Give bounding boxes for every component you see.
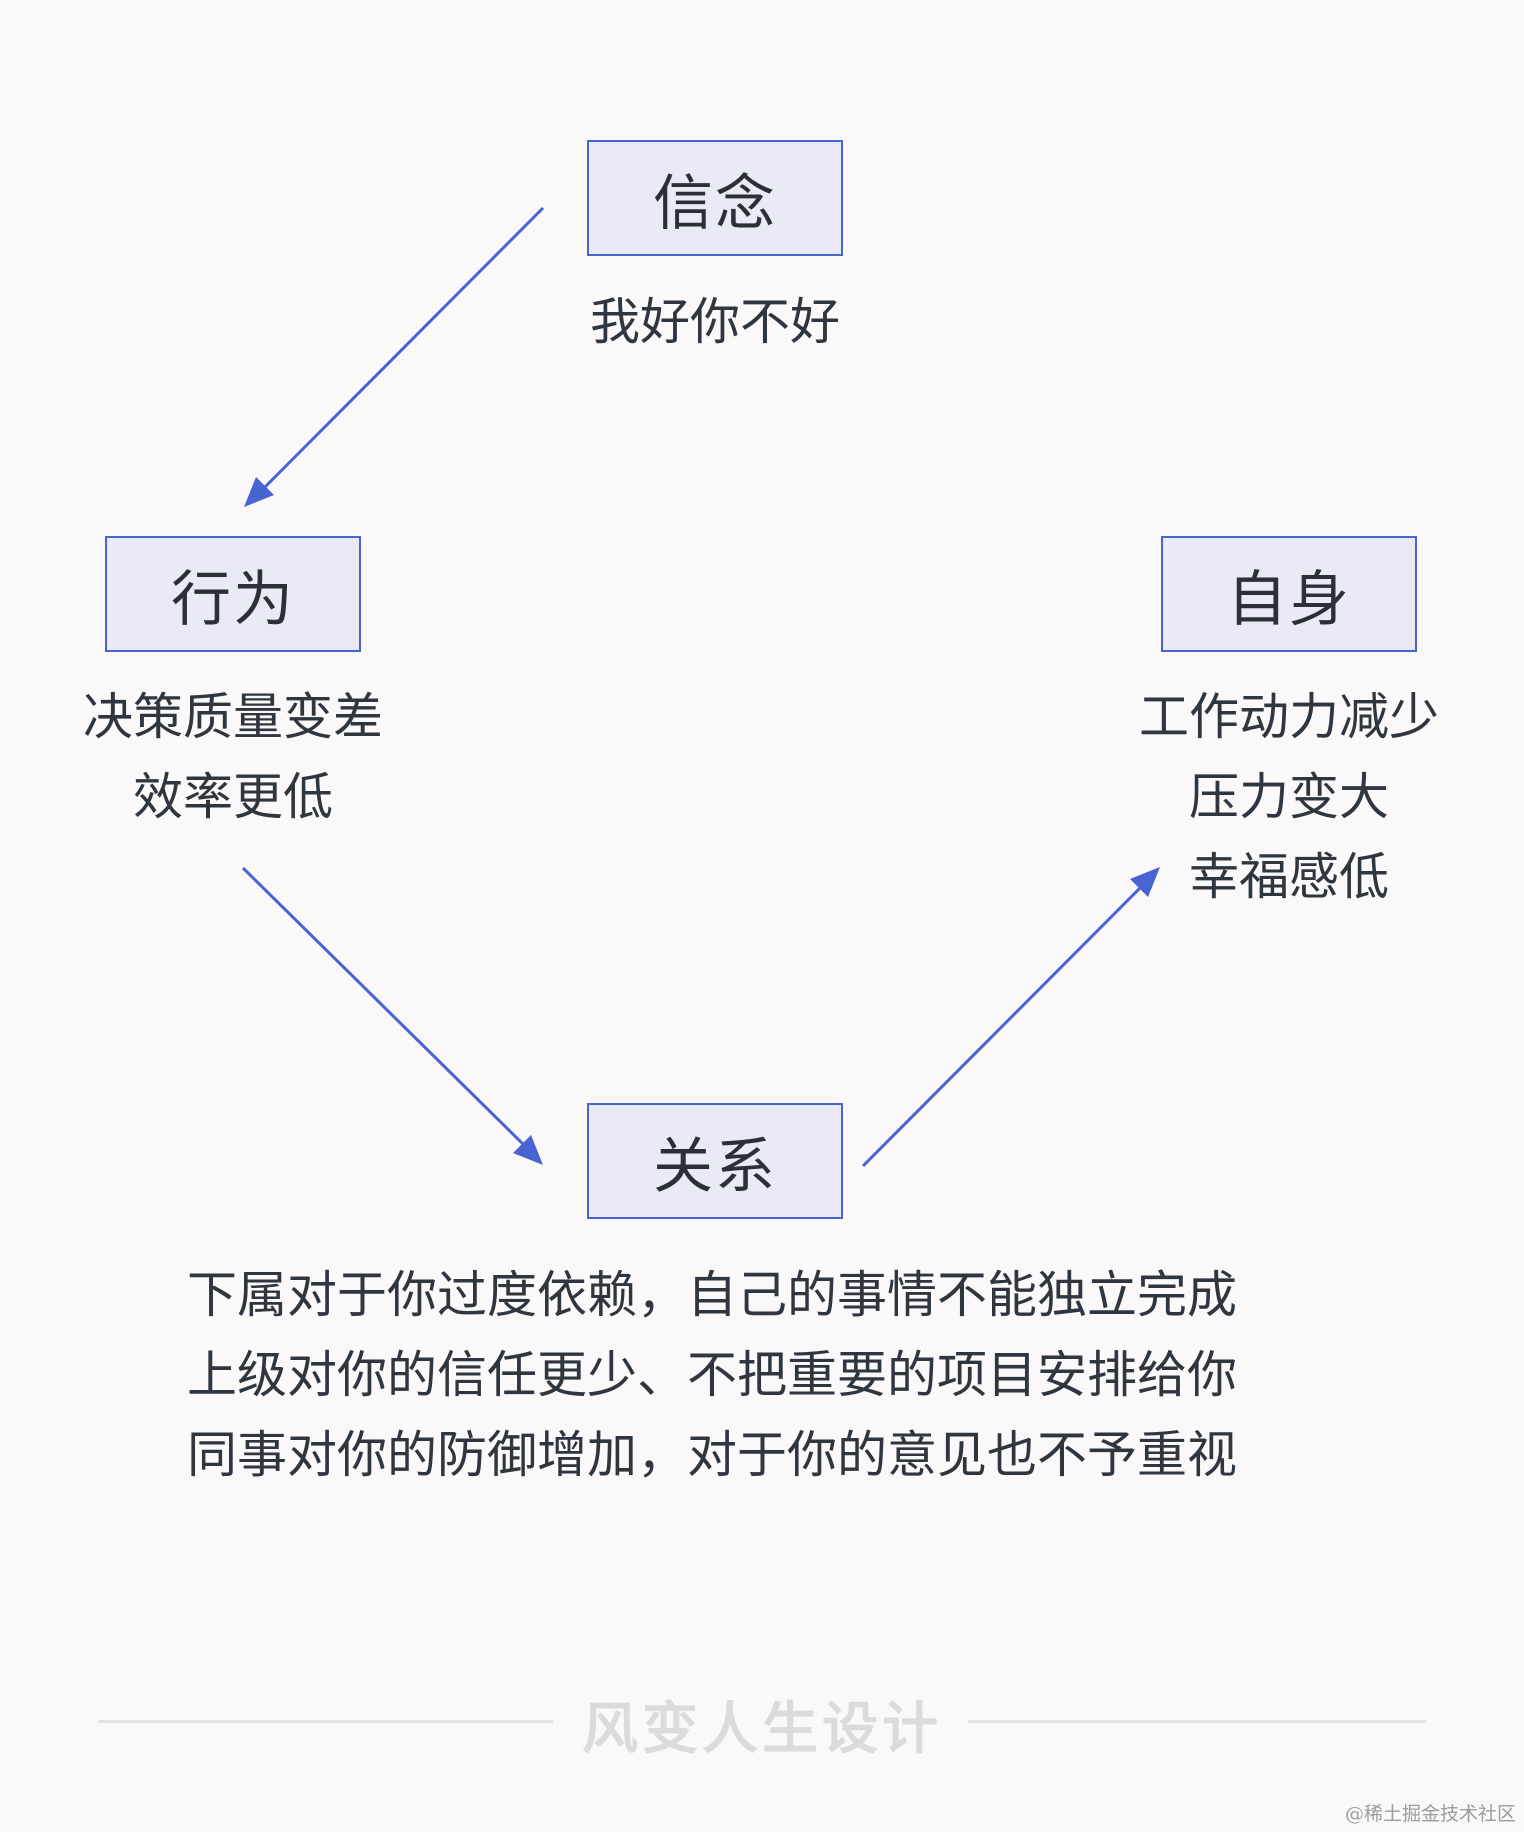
behavior-line: 效率更低 xyxy=(133,768,333,826)
footer-divider-left xyxy=(98,1720,553,1723)
footer-divider-right xyxy=(968,1720,1426,1723)
belief-line: 我好你不好 xyxy=(590,293,840,351)
behavior-line: 决策质量变差 xyxy=(83,688,383,746)
relation-line: 上级对你的信任更少、不把重要的项目安排给你 xyxy=(187,1346,1237,1404)
relation-line: 下属对于你过度依赖，自己的事情不能独立完成 xyxy=(187,1266,1237,1324)
belief-title: 信念 xyxy=(653,168,777,239)
relation-line: 同事对你的防御增加，对于你的意见也不予重视 xyxy=(187,1426,1237,1484)
belief-description: 我好你不好 xyxy=(515,282,915,362)
footer-brand: 风变人生设计 xyxy=(582,1697,942,1762)
self-box: 自身 xyxy=(1161,536,1417,652)
behavior-box: 行为 xyxy=(105,536,361,652)
arrow-belief-to-behavior xyxy=(244,206,545,507)
relation-description: 下属对于你过度依赖，自己的事情不能独立完成 上级对你的信任更少、不把重要的项目安… xyxy=(112,1255,1312,1495)
belief-box: 信念 xyxy=(587,140,843,256)
self-title: 自身 xyxy=(1227,564,1351,635)
relation-box: 关系 xyxy=(587,1103,843,1219)
arrow-relation-to-self xyxy=(861,867,1160,1168)
behavior-description: 决策质量变差 效率更低 xyxy=(33,677,433,837)
behavior-title: 行为 xyxy=(171,564,295,635)
self-line: 压力变大 xyxy=(1189,768,1389,826)
self-line: 幸福感低 xyxy=(1189,848,1389,906)
arrow-behavior-to-relation xyxy=(241,866,543,1165)
relation-title: 关系 xyxy=(653,1131,777,1202)
watermark: @稀土掘金技术社区 xyxy=(1344,1803,1516,1825)
self-description: 工作动力减少 压力变大 幸福感低 xyxy=(1089,677,1489,917)
self-line: 工作动力减少 xyxy=(1139,688,1439,746)
